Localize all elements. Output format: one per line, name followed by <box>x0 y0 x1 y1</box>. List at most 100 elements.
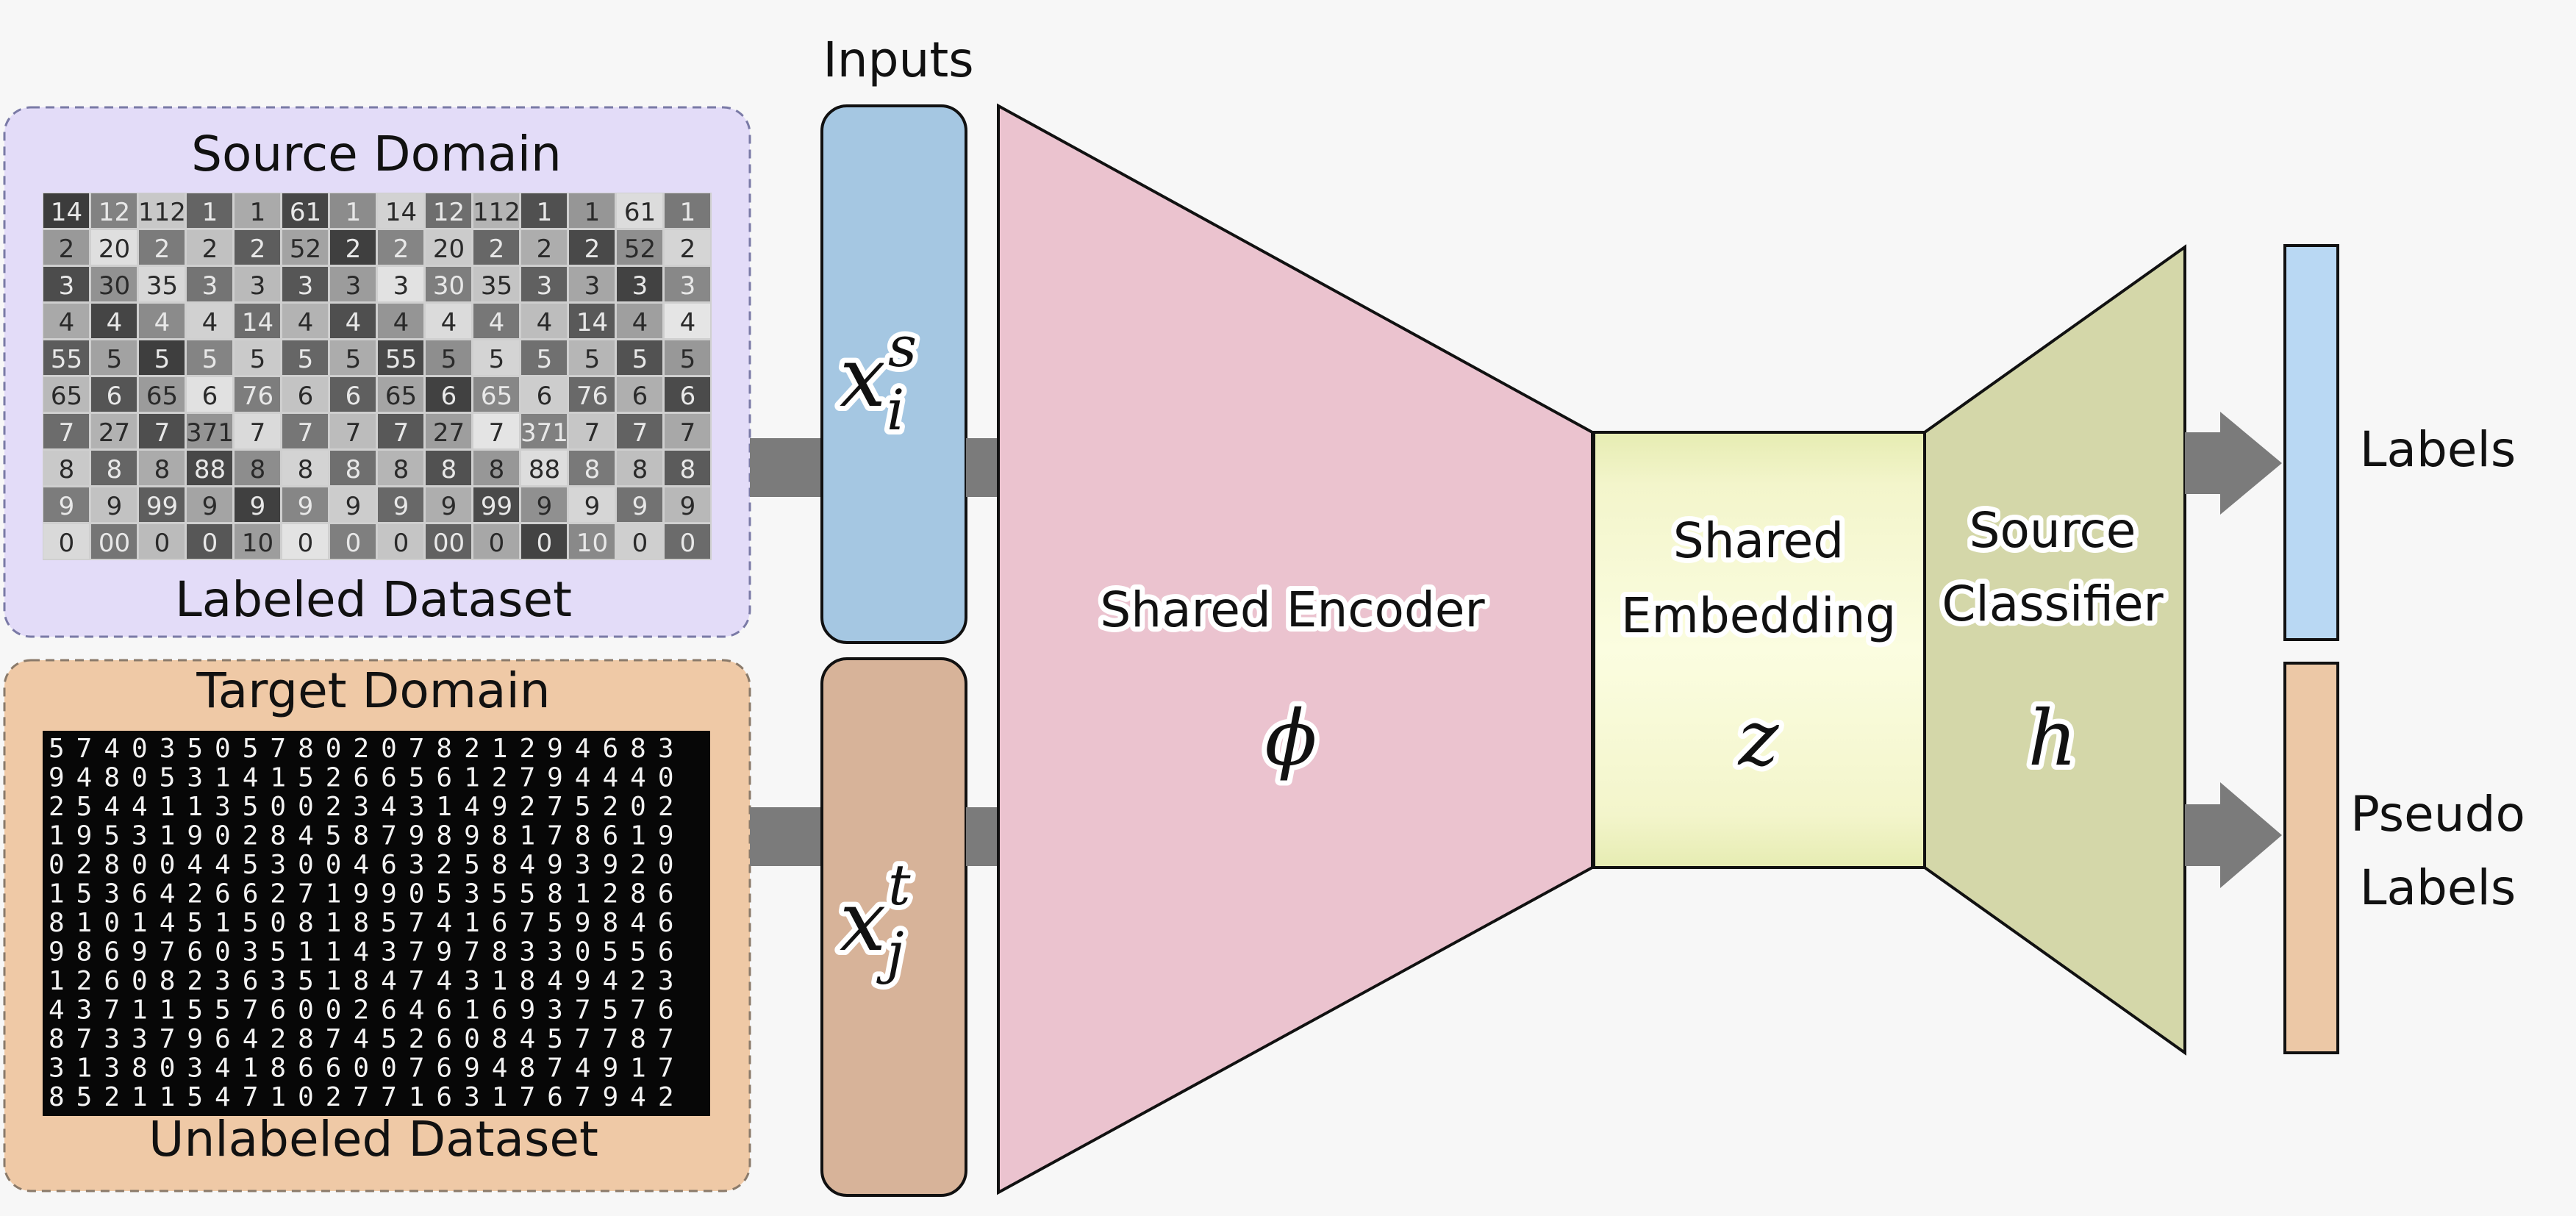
target-digit-row: 85211547102771631767942 <box>49 1082 686 1112</box>
target-input-superscript: t <box>888 852 911 918</box>
target-input-connector <box>966 807 1001 866</box>
target-digit-row: 12608236351847431849423 <box>49 966 686 996</box>
source-thumbnail-digit: 7 <box>584 418 601 448</box>
source-thumbnail-digit: 9 <box>346 492 362 521</box>
source-thumbnail-cell <box>473 414 519 448</box>
source-thumbnail-cell <box>330 414 376 448</box>
source-thumbnail-cell <box>43 304 89 338</box>
source-thumbnail-cell <box>139 267 185 301</box>
source-thumbnail-digit: 0 <box>393 529 409 558</box>
source-thumbnail-digit: 5 <box>441 345 457 374</box>
source-thumbnail-digit: 8 <box>584 455 601 484</box>
source-thumbnail-cell <box>617 304 662 338</box>
source-thumbnail-cell <box>569 451 615 485</box>
source-thumbnail-digit: 4 <box>59 308 75 337</box>
source-thumbnail-digit: 9 <box>680 492 696 521</box>
source-thumbnail-cell <box>235 451 280 485</box>
source-thumbnail-digit: 52 <box>290 235 321 264</box>
source-thumbnail-digit: 4 <box>298 308 314 337</box>
source-thumbnail-cell <box>569 193 615 228</box>
source-thumbnail-cell <box>426 267 471 301</box>
target-digit-row: 43711557600264616937576 <box>49 995 686 1026</box>
source-thumbnail-cell <box>665 304 710 338</box>
source-thumbnail-cell <box>378 414 423 448</box>
source-input-box <box>820 104 967 644</box>
source-thumbnail-cell <box>282 451 328 485</box>
source-thumbnail-digit: 5 <box>202 345 218 374</box>
source-thumbnail-cell <box>473 524 519 559</box>
source-thumbnail-cell <box>426 377 471 412</box>
source-thumbnail-digit: 2 <box>489 235 505 264</box>
source-thumbnail-digit: 0 <box>346 529 362 558</box>
source-thumbnail-digit: 8 <box>632 455 648 484</box>
source-thumbnail-cell <box>43 193 89 228</box>
source-thumbnail-cell <box>282 414 328 448</box>
source-thumbnail-digit: 4 <box>680 308 696 337</box>
source-thumbnail-cell <box>139 340 185 375</box>
source-thumbnail-digit: 7 <box>250 418 266 448</box>
source-thumbnail-cell <box>521 451 567 485</box>
source-thumbnail-digit: 2 <box>346 235 362 264</box>
source-thumbnail-cell <box>235 377 280 412</box>
source-thumbnail-cell <box>330 451 376 485</box>
source-thumbnail-cell <box>473 230 519 265</box>
source-thumbnail-digit: 7 <box>298 418 314 448</box>
source-thumbnail-cell <box>43 451 89 485</box>
source-thumbnail-cell <box>473 304 519 338</box>
source-thumbnail-digit: 8 <box>441 455 457 484</box>
inputs-title: Inputs <box>823 32 973 88</box>
source-thumbnail-cell <box>473 267 519 301</box>
source-thumbnail-digit: 371 <box>520 418 568 448</box>
source-thumbnail-cell <box>521 524 567 559</box>
target-digit-row: 98697603511437978330556 <box>49 937 686 968</box>
source-thumbnail-digit: 76 <box>576 382 608 411</box>
source-thumbnail-cell <box>187 230 232 265</box>
source-thumbnail-digit: 12 <box>433 198 465 227</box>
source-thumbnail-digit: 371 <box>186 418 234 448</box>
source-thumbnail-cell <box>43 230 89 265</box>
source-thumbnail-digit: 30 <box>433 271 465 301</box>
source-thumbnail-digit: 2 <box>584 235 601 264</box>
source-thumbnail-digit: 0 <box>680 529 696 558</box>
source-thumbnail-digit: 9 <box>59 492 75 521</box>
source-thumbnail-cell <box>187 267 232 301</box>
source-thumbnail-digit: 7 <box>632 418 648 448</box>
source-thumbnail-cell <box>187 193 232 228</box>
source-thumbnail-digit: 5 <box>154 345 171 374</box>
target-digit-row: 87337964287452608457787 <box>49 1024 686 1054</box>
embedding-label-line1: Shared <box>1673 512 1844 569</box>
source-thumbnail-digit: 65 <box>481 382 512 411</box>
target-digit-row: 15364266271990535581286 <box>49 879 686 909</box>
source-thumbnail-cell <box>378 451 423 485</box>
labels-arrow <box>2185 412 2282 515</box>
source-thumbnail-digit: 20 <box>99 235 130 264</box>
source-thumbnail-digit: 6 <box>346 382 362 411</box>
source-thumbnail-digit: 7 <box>680 418 696 448</box>
target-digit-row: 19531902845879898178619 <box>49 821 686 851</box>
source-thumbnail-cell <box>91 193 137 228</box>
source-thumbnail-digit: 55 <box>51 345 82 374</box>
source-thumbnail-cell <box>617 451 662 485</box>
source-thumbnail-cell <box>282 230 328 265</box>
source-thumbnail-cell <box>91 414 137 448</box>
source-thumbnail-digit: 2 <box>154 235 171 264</box>
source-thumbnail-cell <box>187 524 232 559</box>
source-thumbnail-digit: 0 <box>59 529 75 558</box>
source-thumbnail-cell <box>91 377 137 412</box>
source-thumbnail-cell <box>617 524 662 559</box>
target-connector <box>750 807 823 866</box>
source-thumbnail-digit: 99 <box>481 492 512 521</box>
source-thumbnail-digit: 55 <box>385 345 417 374</box>
source-thumbnail-cell <box>665 267 710 301</box>
source-thumbnail-cell <box>569 340 615 375</box>
source-thumbnail-digit: 5 <box>107 345 123 374</box>
source-thumbnail-cell <box>378 193 423 228</box>
source-thumbnail-digit: 00 <box>433 529 465 558</box>
source-thumbnail-digit: 2 <box>680 235 696 264</box>
source-thumbnail-cell <box>426 487 471 522</box>
source-thumbnail-digit: 4 <box>346 308 362 337</box>
source-thumbnail-cell <box>330 487 376 522</box>
source-thumbnail-digit: 8 <box>107 455 123 484</box>
